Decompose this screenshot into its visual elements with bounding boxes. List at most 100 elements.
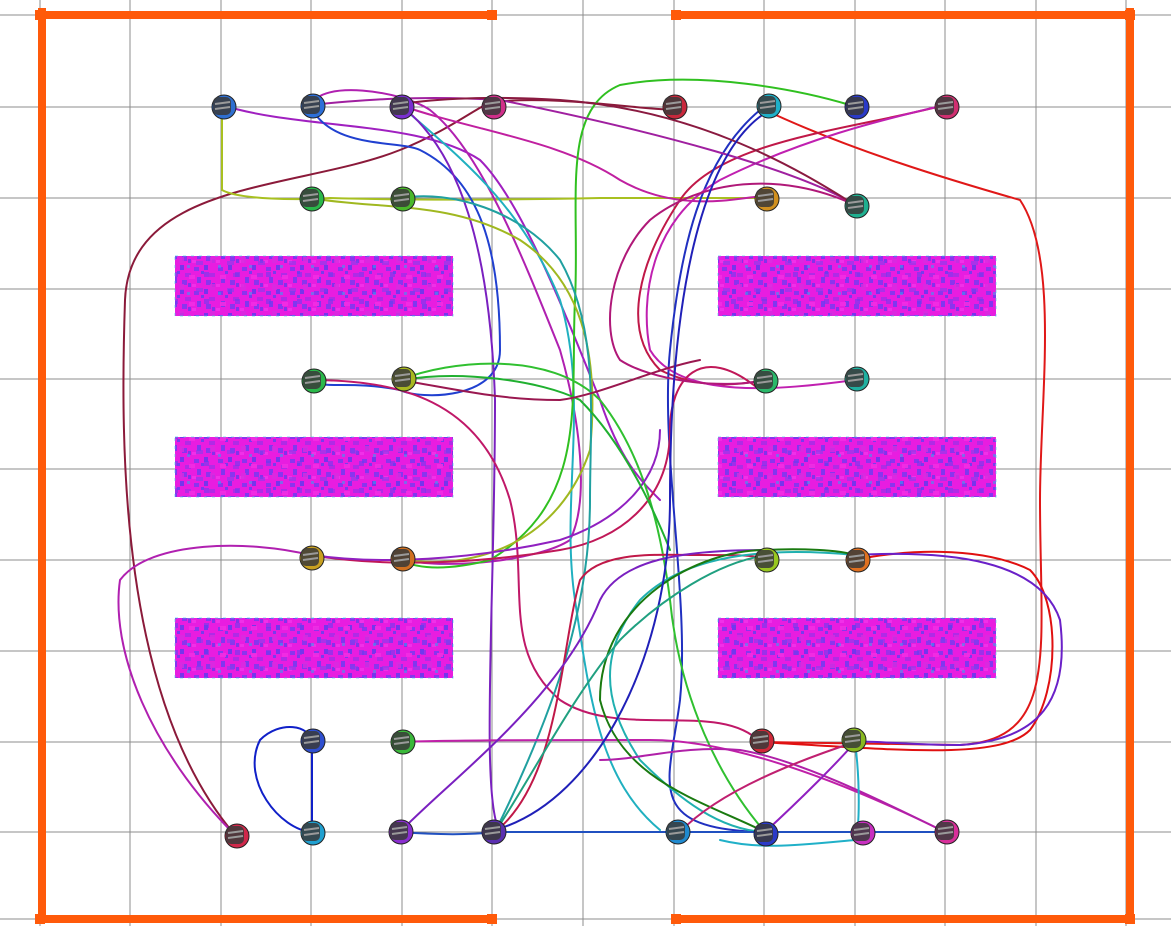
wall-corner [671,10,681,20]
robot-icon [756,93,782,119]
robot-stripe [303,105,320,109]
robot-stripe [302,557,319,561]
robot-top [392,732,410,750]
robot-stripe [847,106,864,110]
robot-stripe [752,740,769,744]
shelf-obstacle-edge [717,617,997,679]
robot-stripe [759,105,776,109]
robot-stripe [391,831,408,835]
robot-stripe [392,106,409,110]
robot-path [399,104,661,831]
robot-icon [934,819,960,845]
shelf-obstacle-edge [717,255,997,317]
robot-top [667,822,685,840]
robot-stripe [393,558,410,562]
robot-path [399,549,766,833]
robot-icon [299,545,325,571]
robot-icon [300,93,326,119]
robot-top [302,731,320,749]
shelf-obstacle-texture [718,618,996,678]
robot-icon [224,823,250,849]
robot-stripe [757,559,774,563]
robot-path [494,109,771,831]
robot-top [392,189,410,207]
robot-stripe [756,828,773,832]
robot-path [221,109,766,201]
wall-corner [1125,914,1135,924]
robot-path [309,197,594,563]
shelf-obstacle-texture [175,437,453,497]
robot-top [226,826,244,844]
wall-corner [487,914,497,924]
robot-path [854,552,1063,747]
robot-path [764,741,856,833]
robot-top [301,548,319,566]
robot-stripe [303,735,320,739]
robot-top [846,196,864,214]
shelf-obstacle-edge [174,617,454,679]
robot-path [679,741,856,833]
robot-top [213,97,231,115]
robot-icon [844,366,870,392]
robot-icon [754,186,780,212]
robot-top [303,371,321,389]
robot-stripe [847,205,864,209]
robot-stripe [214,101,231,105]
robot-stripe [752,735,769,739]
robot-path [401,375,671,551]
robot-stripe [227,835,244,839]
robot-stripe [847,373,864,377]
robot-top [843,730,861,748]
wall-corner [487,10,497,20]
shelf-obstacle-texture [718,437,996,497]
robot-stripe [393,741,410,745]
robot-stripe [759,100,776,104]
robot-icon [753,368,779,394]
robot-path [399,359,701,402]
robot-stripe [668,826,685,830]
robot-stripe [484,101,501,105]
robot-path [122,99,681,836]
robot-path [399,96,856,206]
robot-stripe [214,106,231,110]
robot-stripe [303,827,320,831]
robot-stripe [844,739,861,743]
robot-stripe [853,827,870,831]
robot-icon [481,94,507,120]
shelf-obstacle-edge [717,436,997,498]
robot-stripe [394,373,411,377]
robot-icon [481,819,507,845]
shelf-obstacle-texture [175,256,453,316]
robot-stripe [756,375,773,379]
robot-stripe [303,100,320,104]
robot-stripe [393,193,410,197]
robot-icon [749,728,775,754]
robot-path [759,109,1046,747]
robot-icon [934,94,960,120]
robot-icon [845,547,871,573]
robot-top [852,823,870,841]
robot-path [399,738,946,833]
robot-path [117,544,311,836]
robot-top [483,822,501,840]
robot-icon [390,546,416,572]
robot-path [399,362,766,833]
robot-path [309,96,856,206]
robot-icon [391,366,417,392]
robot-stripe [303,832,320,836]
robot-stripe [304,380,321,384]
wall-corner [35,914,45,924]
robot-stripe [392,101,409,105]
robot-stripe [393,553,410,557]
shelf-obstacle-texture [718,256,996,316]
robot-path [494,554,771,833]
robot-stripe [847,200,864,204]
shelf-obstacle-edge [174,436,454,498]
robot-stripe [847,378,864,382]
robot-top [390,822,408,840]
robot-top [756,189,774,207]
robot-top [936,97,954,115]
robot-stripe [756,833,773,837]
robot-stripe [937,106,954,110]
